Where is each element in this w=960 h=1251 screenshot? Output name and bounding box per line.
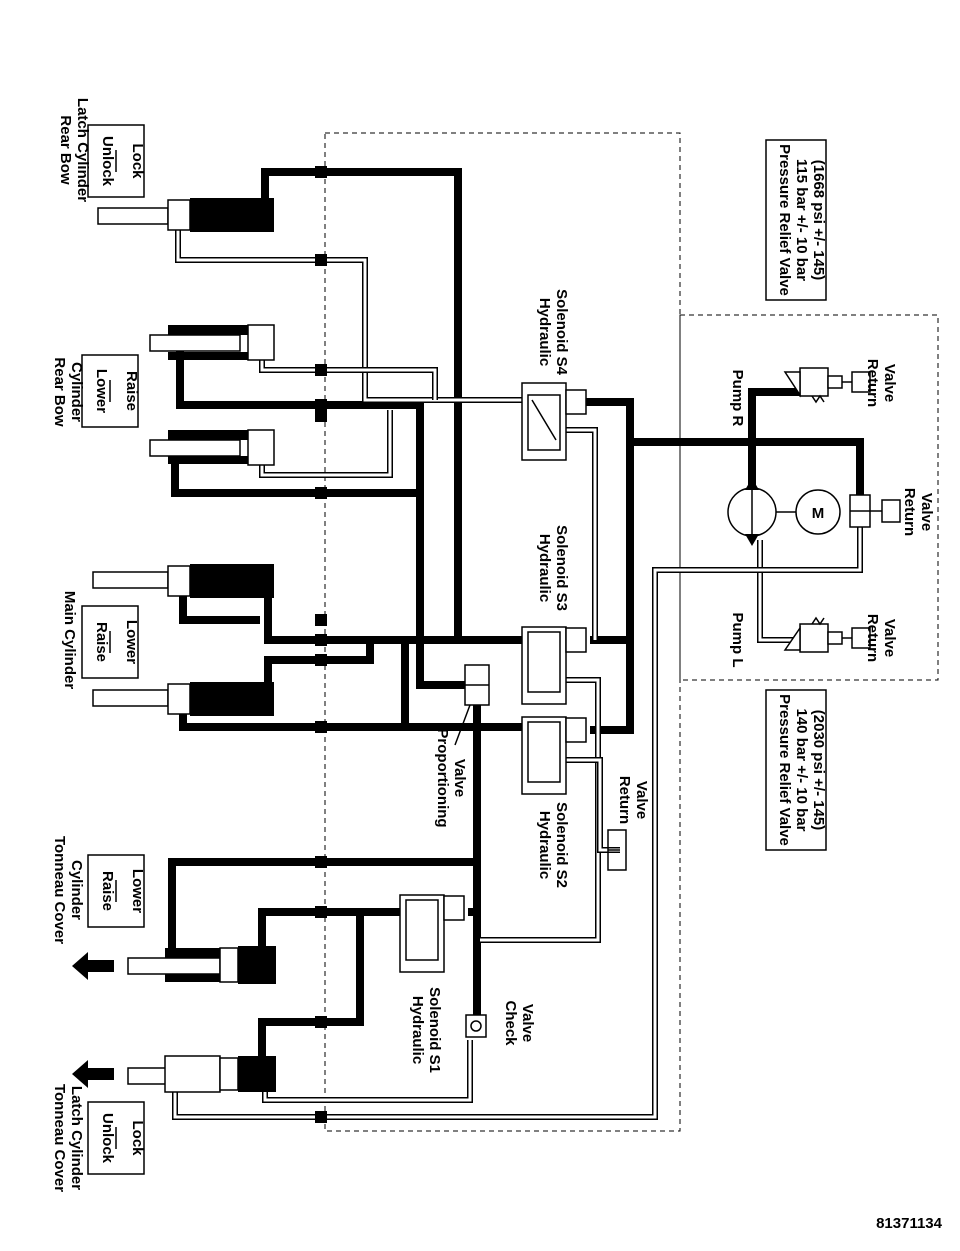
rear-bow-cylinder [149, 324, 275, 466]
solenoid-s2-label: Hydraulic [536, 811, 553, 879]
main-cylinder-label: Main Cylinder [61, 591, 78, 690]
port-connectors [315, 166, 327, 1123]
lock-label: Lock [129, 143, 146, 179]
check-valve-label: Valve [519, 1004, 536, 1042]
pump-unit-outline [679, 314, 939, 681]
return-valve-label: Valve [918, 493, 935, 531]
return-valve-bottom [607, 829, 627, 871]
pump-r-label: Pump R [729, 370, 746, 427]
lower-label: Lower [129, 869, 146, 913]
pressure-lines [168, 168, 864, 1060]
arrow-left-icon [72, 952, 114, 980]
check-valve [465, 1014, 487, 1038]
relief-valve-top: Pressure Relief Valve 115 bar +/- 10 bar… [765, 139, 827, 301]
rear-bow-cylinder-label: Rear Bow [51, 357, 68, 427]
motor-label: M [812, 505, 825, 522]
solenoid-s1-label: Hydraulic [409, 996, 426, 1064]
return-valve-right [849, 494, 901, 528]
main-cylinder [92, 564, 274, 716]
tonneau-latch-box: Unlock Lock [87, 1101, 146, 1175]
pump-l-relief-valve [783, 616, 871, 653]
solenoid-s3 [521, 626, 587, 705]
solenoid-s2 [521, 716, 587, 795]
tonneau-cover-cylinder-label: Cylinder [68, 860, 85, 920]
relief-valve-bar: 115 bar +/- 10 bar [793, 159, 810, 281]
return-valve-label: Valve [633, 781, 650, 819]
pump-l-label: Pump L [729, 613, 746, 668]
component-labels: Rear Bow Latch Cylinder Rear Bow Cylinde… [51, 98, 935, 1192]
relief-valve-title: Pressure Relief Valve [776, 694, 793, 846]
tonneau-cover-cylinder-label: Tonneau Cover [51, 836, 68, 944]
solenoid-s1 [399, 894, 465, 973]
raise-label: Raise [123, 371, 140, 411]
tonneau-cover-cylinder [72, 946, 276, 984]
solenoid-s3-label: Hydraulic [536, 534, 553, 602]
solenoid-s4 [521, 382, 587, 461]
pump [727, 478, 797, 546]
return-lines [172, 228, 863, 1120]
relief-valve-title: Pressure Relief Valve [776, 144, 793, 296]
main-box: Raise Lower [81, 605, 140, 679]
rear-bow-box: Lower Raise [81, 354, 140, 428]
relief-valve-psi: (1668 psi +/- 145) [810, 160, 827, 280]
proportioning-valve-label: Valve [451, 759, 468, 797]
solenoid-s4-label: Solenoid S4 [553, 289, 570, 376]
valve-block-outline [324, 132, 681, 1132]
proportioning-valve-label: Proportioning [434, 728, 451, 827]
rear-bow-latch-cylinder-label: Rear Bow [57, 115, 74, 185]
raise-label: Raise [99, 871, 116, 911]
relief-valve-bar: 140 bar +/- 10 bar [793, 709, 810, 832]
motor: M [795, 489, 841, 535]
relief-valve-bottom: Pressure Relief Valve 140 bar +/- 10 bar… [765, 689, 827, 851]
tonneau-cover-latch-cylinder-label: Latch Cylinder [68, 1086, 85, 1190]
tonneau-cover-latch-cylinder-label: Tonneau Cover [51, 1084, 68, 1192]
solenoid-s1-label: Solenoid S1 [426, 987, 443, 1073]
solenoid-s3-label: Solenoid S3 [553, 525, 570, 611]
unlock-label: Unlock [99, 136, 116, 187]
check-valve-label: Check [502, 1000, 519, 1046]
return-valve-label: Return [616, 776, 633, 824]
return-valve-label: Return [864, 614, 881, 662]
lower-label: Lower [123, 620, 140, 664]
rear-bow-cylinder-label: Cylinder [68, 362, 85, 422]
return-valve-label: Return [864, 359, 881, 407]
return-valve-label: Return [901, 488, 918, 536]
solenoid-s2-label: Solenoid S2 [553, 802, 570, 888]
arrow-left-icon [72, 1060, 114, 1088]
rear-bow-latch-box: Unlock Lock [87, 124, 146, 198]
rear-bow-latch-cylinder [97, 198, 274, 232]
return-valve-label: Valve [881, 619, 898, 657]
return-valve-label: Valve [881, 364, 898, 402]
tonneau-cover-box: Raise Lower [87, 854, 146, 928]
relief-valve-psi: (2030 psi +/- 145) [810, 710, 827, 830]
rear-bow-latch-cylinder-label: Latch Cylinder [74, 98, 91, 202]
lower-label: Lower [93, 369, 110, 413]
figure-id: 81371134 [876, 1215, 943, 1232]
tonneau-cover-latch-cylinder [72, 1055, 276, 1093]
pump-r-relief-valve [783, 367, 871, 404]
lock-label: Lock [129, 1120, 146, 1156]
proportioning-valve [454, 664, 490, 746]
raise-label: Raise [93, 622, 110, 662]
unlock-label: Unlock [99, 1113, 116, 1164]
solenoid-s4-label: Hydraulic [536, 298, 553, 366]
